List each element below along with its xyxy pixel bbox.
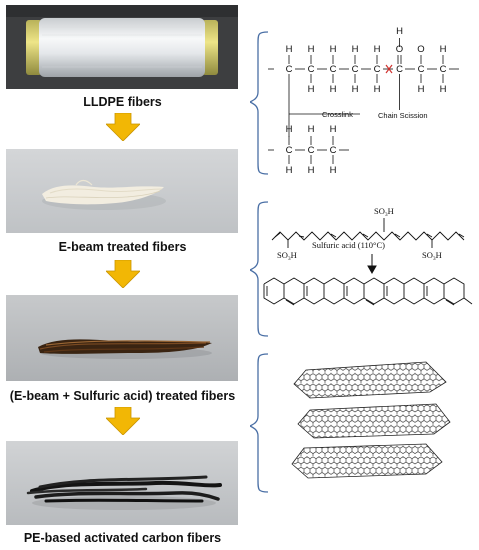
svg-text:O: O — [396, 44, 403, 55]
svg-text:H: H — [330, 84, 337, 95]
svg-text:H: H — [330, 44, 337, 55]
svg-text:C: C — [440, 64, 447, 75]
svg-text:H: H — [374, 44, 381, 55]
caption-sulfuric-acid-fibers: (E-beam + Sulfuric acid) treated fibers — [9, 389, 236, 403]
graphitic-sheets-structure — [250, 353, 451, 493]
caption-activated-carbon-fibers: PE-based activated carbon fibers — [23, 531, 222, 545]
down-arrow-icon — [106, 113, 140, 141]
svg-text:C: C — [308, 145, 315, 156]
down-arrow-icon — [106, 260, 140, 288]
svg-text:C: C — [352, 64, 359, 75]
svg-text:H: H — [286, 165, 293, 176]
photo-activated-carbon-fibers — [6, 441, 238, 525]
photo-sulfuric-acid-fibers — [6, 295, 238, 381]
polymer-crosslink-structure: H H H H H H O O H C C C C C C C C H H H … — [250, 26, 459, 176]
svg-text:H: H — [308, 84, 315, 95]
photo-ebeam-fibers — [6, 149, 238, 233]
reaction-condition-label: Sulfuric acid (110°C) — [312, 240, 385, 250]
svg-text:O: O — [417, 44, 424, 55]
svg-text:H: H — [308, 124, 315, 135]
svg-text:C: C — [418, 64, 425, 75]
svg-text:H: H — [308, 44, 315, 55]
svg-text:H: H — [396, 26, 403, 37]
so3h-label: SO3H — [277, 250, 297, 262]
svg-text:H: H — [440, 44, 447, 55]
down-arrow-icon — [106, 407, 140, 435]
caption-lldpe-fibers: LLDPE fibers — [83, 95, 162, 109]
chain-scission-label: Chain Scission — [378, 111, 428, 120]
svg-text:H: H — [286, 124, 293, 135]
svg-text:H: H — [418, 84, 425, 95]
svg-text:H: H — [374, 84, 381, 95]
svg-text:C: C — [286, 64, 293, 75]
svg-text:H: H — [308, 165, 315, 176]
sulfonated-structure: SO3H SO3H SO3H Sulfuric acid (110°C) — [250, 201, 473, 337]
svg-text:C: C — [330, 145, 337, 156]
svg-text:H: H — [352, 44, 359, 55]
svg-text:C: C — [286, 145, 293, 156]
caption-ebeam-fibers: E-beam treated fibers — [58, 240, 187, 254]
crosslink-label: Crosslink — [322, 110, 353, 119]
svg-text:C: C — [308, 64, 315, 75]
svg-text:H: H — [352, 84, 359, 95]
photo-lldpe-fibers — [6, 5, 238, 89]
svg-text:H: H — [330, 165, 337, 176]
svg-text:C: C — [374, 64, 381, 75]
svg-text:H: H — [286, 44, 293, 55]
svg-text:C: C — [330, 64, 337, 75]
svg-text:H: H — [440, 84, 447, 95]
svg-text:C: C — [396, 64, 403, 75]
so3h-label: SO3H — [422, 250, 442, 262]
so3h-label: SO3H — [374, 206, 394, 218]
svg-text:H: H — [330, 124, 337, 135]
